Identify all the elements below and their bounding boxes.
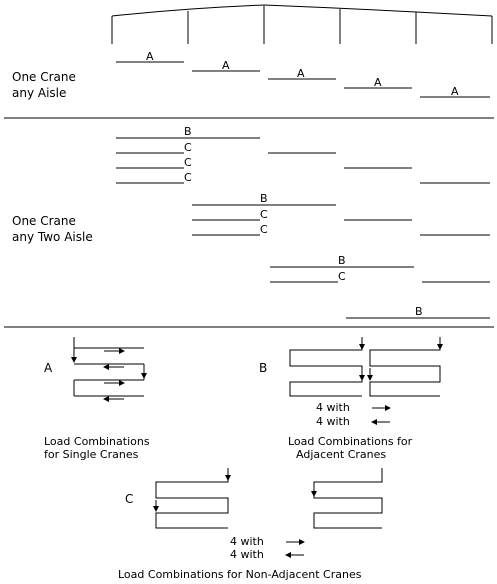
- group2-label-c-2: C: [260, 223, 268, 236]
- aisle4-label-a: A: [374, 76, 382, 89]
- combo-adjacent-label-b: B: [259, 361, 267, 375]
- combo-single-crane: A Load Combinations for Single Cranes: [44, 337, 150, 461]
- section1-title-line2: any Aisle: [12, 86, 66, 100]
- caption-adjacent-line2: Adjacent Cranes: [296, 448, 386, 461]
- group3-label-c: C: [338, 270, 346, 283]
- section1-title-line1: One Crane: [12, 70, 76, 84]
- aisle1-label-a: A: [146, 50, 154, 63]
- building-frame: [111, 4, 493, 44]
- group2-label-c-1: C: [260, 208, 268, 221]
- combo-nonadjacent-cranes: C 4 with 4 with Load Combinations for No…: [118, 468, 383, 581]
- combo-single-label-a: A: [44, 361, 53, 375]
- nonadjacent-with-left-text: 4 with: [230, 548, 264, 561]
- combo-nonadjacent-label-c: C: [125, 492, 133, 506]
- section-one-crane-two-aisle: One Crane any Two Aisle B C C C B C C B …: [12, 125, 490, 319]
- group1-label-c-3: C: [184, 171, 192, 184]
- caption-adjacent-line1: Load Combinations for: [288, 435, 413, 448]
- caption-nonadjacent: Load Combinations for Non-Adjacent Crane…: [118, 568, 362, 581]
- aisle3-label-a: A: [297, 67, 305, 80]
- adjacent-with-left-text: 4 with: [316, 415, 350, 428]
- combo-adjacent-cranes: B 4 with 4 with Load Combinations for Ad…: [259, 337, 443, 461]
- group1-label-c-1: C: [184, 141, 192, 154]
- roof-arch: [111, 4, 493, 17]
- group2-label-b: B: [260, 192, 268, 205]
- group1-label-b: B: [184, 125, 192, 138]
- adjacent-with-right-text: 4 with: [316, 401, 350, 414]
- group4-label-b: B: [415, 305, 423, 318]
- nonadjacent-right-path: [313, 468, 383, 529]
- aisle2-label-a: A: [222, 59, 230, 72]
- adjacent-left-path: [289, 337, 363, 397]
- adjacent-right-path: [369, 337, 441, 397]
- caption-single-line1: Load Combinations: [44, 435, 150, 448]
- nonadjacent-with-right-text: 4 with: [230, 535, 264, 548]
- section-one-crane-any-aisle: One Crane any Aisle A A A A A: [12, 50, 490, 100]
- section2-title-line1: One Crane: [12, 214, 76, 228]
- section2-title-line2: any Two Aisle: [12, 230, 93, 244]
- nonadjacent-left-path: [155, 468, 229, 529]
- aisle5-label-a: A: [451, 85, 459, 98]
- caption-single-line2: for Single Cranes: [44, 448, 139, 461]
- group1-label-c-2: C: [184, 156, 192, 169]
- group3-label-b: B: [338, 254, 346, 267]
